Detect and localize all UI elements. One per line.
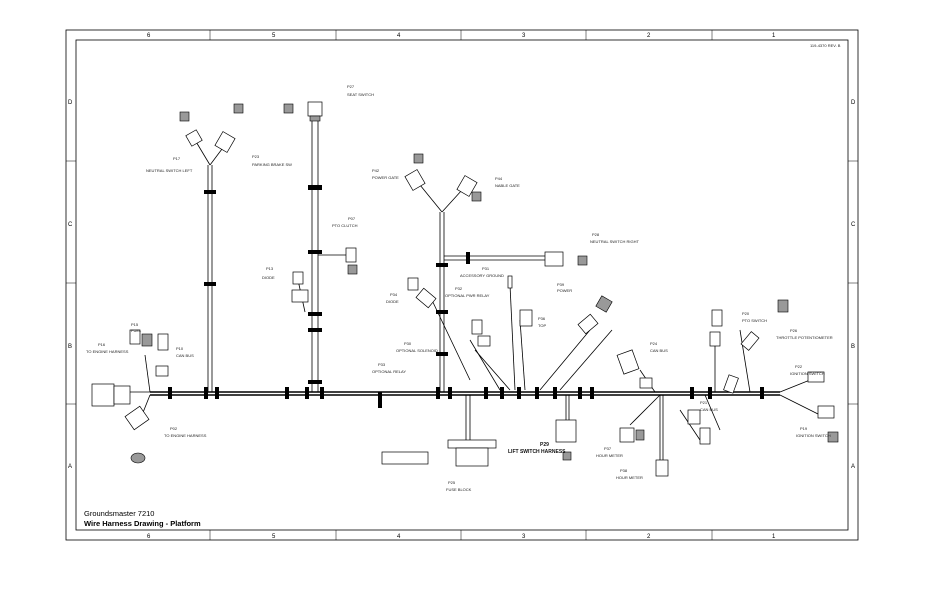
label-hour-meter-left: HOUR METER	[596, 453, 623, 458]
connectors	[91, 101, 839, 477]
label-hour-meter-right: HOUR METER	[616, 475, 643, 480]
row-left-c: C	[68, 222, 73, 228]
label-p28: P28	[592, 232, 600, 237]
connector-labels: P17 NEUTRAL SWITCH LEFT P23 PARKING BRAK…	[86, 84, 833, 492]
row-left-a: A	[68, 464, 72, 470]
row-left-b: B	[68, 344, 72, 350]
label-diode-left: DIODE	[262, 275, 275, 280]
sheet-frame	[65, 29, 859, 541]
label-pto-clutch: PTO CLUTCH	[332, 223, 358, 228]
row-left-d: D	[68, 100, 73, 106]
row-right-d: D	[851, 100, 856, 106]
label-fuel: FUEL	[131, 328, 142, 333]
label-p36: P36	[538, 316, 546, 321]
zone-top-5: 5	[272, 33, 276, 39]
label-optional-pwr-relay: OPTIONAL PWR RELAY	[445, 293, 490, 298]
label-optional-solenoid: OPTIONAL SOLENOID	[396, 348, 438, 353]
label-p07-pto: P07	[348, 216, 356, 221]
zone-bottom-6: 6	[147, 534, 151, 540]
label-p42: P42	[372, 168, 380, 173]
label-p44: P44	[495, 176, 503, 181]
label-p32: P32	[455, 286, 463, 291]
zone-top-4: 4	[397, 33, 401, 39]
zone-bottom-3: 3	[522, 534, 526, 540]
label-neutral-right: NEUTRAL SWITCH RIGHT	[590, 239, 640, 244]
product-name: Groundsmaster 7210	[84, 509, 154, 518]
label-p10: P10	[176, 346, 184, 351]
label-p38: P38	[620, 468, 628, 473]
label-p19: P19	[800, 426, 808, 431]
label-p13: P13	[266, 266, 274, 271]
label-throttle-pot: THROTTLE POTENTIOMETER	[776, 335, 833, 340]
label-ignition-bottom: IGNITION SWITCH	[796, 433, 831, 438]
label-p25: P25	[448, 480, 456, 485]
label-fuse-block: FUSE BLOCK	[446, 487, 472, 492]
drawing-number: 119-4370 REV. B	[810, 43, 841, 48]
label-can-bus-right: CAN BUS	[650, 348, 668, 353]
label-diode-mid: DIODE	[386, 299, 399, 304]
label-p26: P26	[790, 328, 798, 333]
label-power-gate: POWER GATE	[372, 175, 399, 180]
label-p15: P15	[131, 322, 139, 327]
label-p31: P31	[482, 266, 490, 271]
label-p33: P33	[378, 362, 386, 367]
label-can-bus-left: CAN BUS	[176, 353, 194, 358]
label-accessory-ground: ACCESSORY GROUND	[460, 273, 504, 278]
label-parking-brake: PARKING BRAKE SW	[252, 162, 292, 167]
label-ignition-top: IGNITION SWITCH	[790, 371, 825, 376]
label-neutral-left: NEUTRAL SWITCH LEFT	[146, 168, 193, 173]
drawing-title: Wire Harness Drawing - Platform	[84, 519, 201, 528]
main-trunk	[120, 115, 821, 460]
row-right-a: A	[851, 464, 855, 470]
label-p23: P23	[252, 154, 260, 159]
label-p21: P21	[700, 400, 708, 405]
label-lift-switch: LIFT SWITCH HARNESS	[508, 449, 566, 455]
label-p24: P24	[650, 341, 658, 346]
row-right-b: B	[851, 344, 855, 350]
zone-top-1: 1	[772, 33, 776, 39]
label-p34: P34	[390, 292, 398, 297]
label-p39: P39	[557, 282, 565, 287]
label-p16: P16	[98, 342, 106, 347]
label-to-engine-2: TO ENGINE HARNESS	[164, 433, 207, 438]
zone-bottom-5: 5	[272, 534, 276, 540]
label-p29: P29	[540, 442, 549, 448]
label-p22: P22	[795, 364, 803, 369]
label-p27: P27	[347, 84, 355, 89]
label-p02: P02	[170, 426, 178, 431]
label-p30: P30	[404, 341, 412, 346]
label-optional-relay: OPTIONAL RELAY	[372, 369, 406, 374]
zone-top-3: 3	[522, 33, 526, 39]
label-nable-gate: NABLE GATE	[495, 183, 520, 188]
zone-bottom-4: 4	[397, 534, 401, 540]
label-pto-switch: PTO SWITCH	[742, 318, 767, 323]
label-p17: P17	[173, 156, 181, 161]
zone-bottom-1: 1	[772, 534, 776, 540]
label-p20: P20	[742, 311, 750, 316]
zone-bottom-2: 2	[647, 534, 651, 540]
label-seat-switch: SEAT SWITCH	[347, 92, 374, 97]
label-to-engine: TO ENGINE HARNESS	[86, 349, 129, 354]
row-right-c: C	[851, 222, 856, 228]
label-p37: P37	[604, 446, 612, 451]
label-top: TOP	[538, 323, 546, 328]
label-power: POWER	[557, 288, 572, 293]
harness-clips	[168, 185, 764, 408]
label-can-bus-small: CAN BUS	[700, 407, 718, 412]
zone-top-6: 6	[147, 33, 151, 39]
zone-top-2: 2	[647, 33, 651, 39]
